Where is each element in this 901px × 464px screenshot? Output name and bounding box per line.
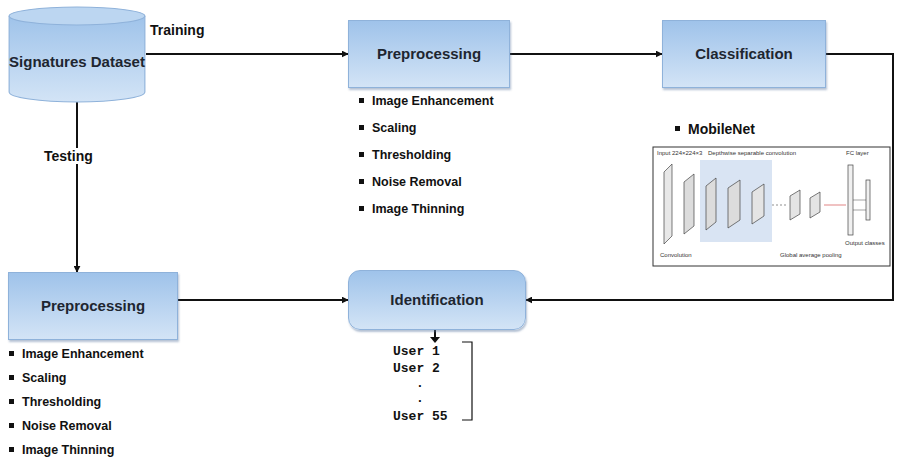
flow-arrow <box>510 53 662 55</box>
process-box: Identification <box>348 270 526 330</box>
process-box: Preprocessing <box>8 272 178 340</box>
step-item: Image Thinning <box>372 202 464 216</box>
layer-note: Global average pooling <box>780 252 842 258</box>
bullet-square <box>359 206 364 211</box>
node-text-group: Signatures Dataset <box>9 53 145 71</box>
node-label: Identification <box>390 291 483 309</box>
flow-arrow <box>76 102 78 272</box>
bullet-square <box>9 351 14 356</box>
bullet-square <box>359 98 364 103</box>
node-text-group: Preprocessing <box>41 297 145 315</box>
bullet-square <box>675 126 680 131</box>
user-id: User 2 <box>393 361 440 376</box>
flow-arrow <box>178 299 348 301</box>
step-item: Thresholding <box>372 148 451 162</box>
node-text-group: Classification <box>695 45 793 63</box>
bullet-square <box>359 179 364 184</box>
step-item: Thresholding <box>22 395 101 409</box>
step-item: Image Enhancement <box>22 347 144 361</box>
process-box: Preprocessing <box>348 20 510 88</box>
step-item: Noise Removal <box>372 175 462 189</box>
step-item: Image Enhancement <box>372 94 494 108</box>
edge-label: Training <box>148 22 206 38</box>
step-item: Image Thinning <box>22 443 114 457</box>
user-id: User 55 <box>393 409 448 424</box>
flow-arrow <box>146 53 348 55</box>
node-text-group: Identification <box>390 291 483 309</box>
mobilenet-illustration <box>653 147 890 266</box>
step-item: Noise Removal <box>22 419 112 433</box>
output-arrow <box>430 330 440 343</box>
node-label: Preprocessing <box>41 297 145 315</box>
process-box: Classification <box>662 20 826 88</box>
layer-note: Input 224×224×3 <box>657 150 702 156</box>
bullet-square <box>359 125 364 130</box>
user-bracket <box>462 342 472 420</box>
node-label: Signatures Dataset <box>9 53 145 71</box>
ellipsis: . <box>416 391 424 406</box>
bullet-square <box>9 399 14 404</box>
node-label: Preprocessing <box>377 45 481 63</box>
bullet-square <box>9 423 14 428</box>
bullet-square <box>9 447 14 452</box>
node-label: Classification <box>695 45 793 63</box>
bullet-square <box>9 375 14 380</box>
layer-note: Depthwise separable convolution <box>708 150 796 156</box>
model-name: MobileNet <box>688 121 755 137</box>
layer-note: Convolution <box>660 252 692 258</box>
step-item: Scaling <box>22 371 66 385</box>
bullet-square <box>359 152 364 157</box>
step-item: Scaling <box>372 121 416 135</box>
dataset-cylinder: Signatures Dataset <box>8 6 146 102</box>
ellipsis: . <box>416 376 424 391</box>
user-id: User 1 <box>393 344 440 359</box>
edge-label: Testing <box>42 148 95 164</box>
layer-note: Output classes <box>845 240 885 246</box>
flow-arrow <box>526 54 893 300</box>
node-text-group: Preprocessing <box>377 45 481 63</box>
layer-note: FC layer <box>846 150 869 156</box>
